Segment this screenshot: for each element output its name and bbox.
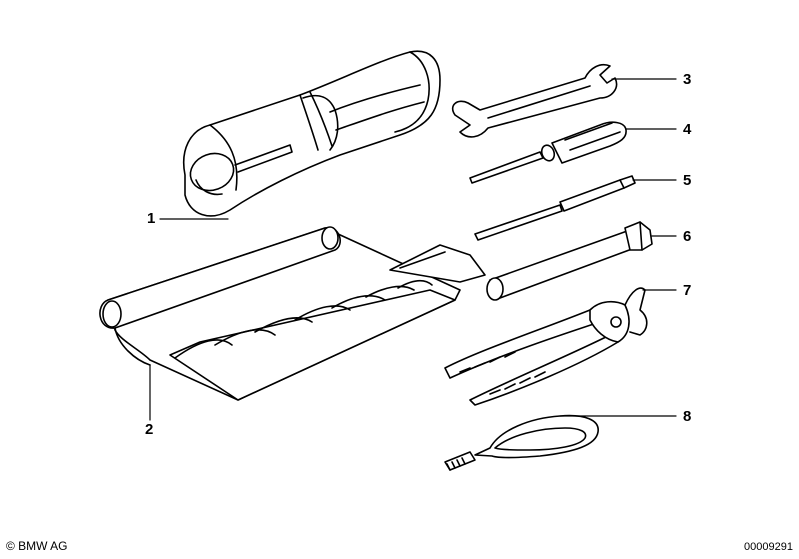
callout-8: 8 (683, 408, 692, 425)
box-spanner (486, 221, 653, 301)
callout-3: 3 (683, 71, 692, 88)
handle-loop (444, 414, 599, 471)
callout-6: 6 (683, 228, 692, 245)
unrolled-tool-pouch (99, 226, 486, 401)
copyright-text: © BMW AG (6, 539, 68, 553)
callout-1: 1 (147, 210, 156, 227)
slip-joint-pliers (444, 287, 648, 406)
open-end-wrench (451, 63, 618, 138)
callout-7: 7 (683, 282, 692, 299)
rolled-tool-bag (183, 50, 441, 217)
callout-2: 2 (145, 421, 154, 438)
image-code: 00009291 (744, 541, 793, 553)
pin-tool (474, 175, 636, 241)
screwdriver (469, 121, 627, 184)
callout-4: 4 (683, 121, 692, 138)
callout-5: 5 (683, 172, 692, 189)
